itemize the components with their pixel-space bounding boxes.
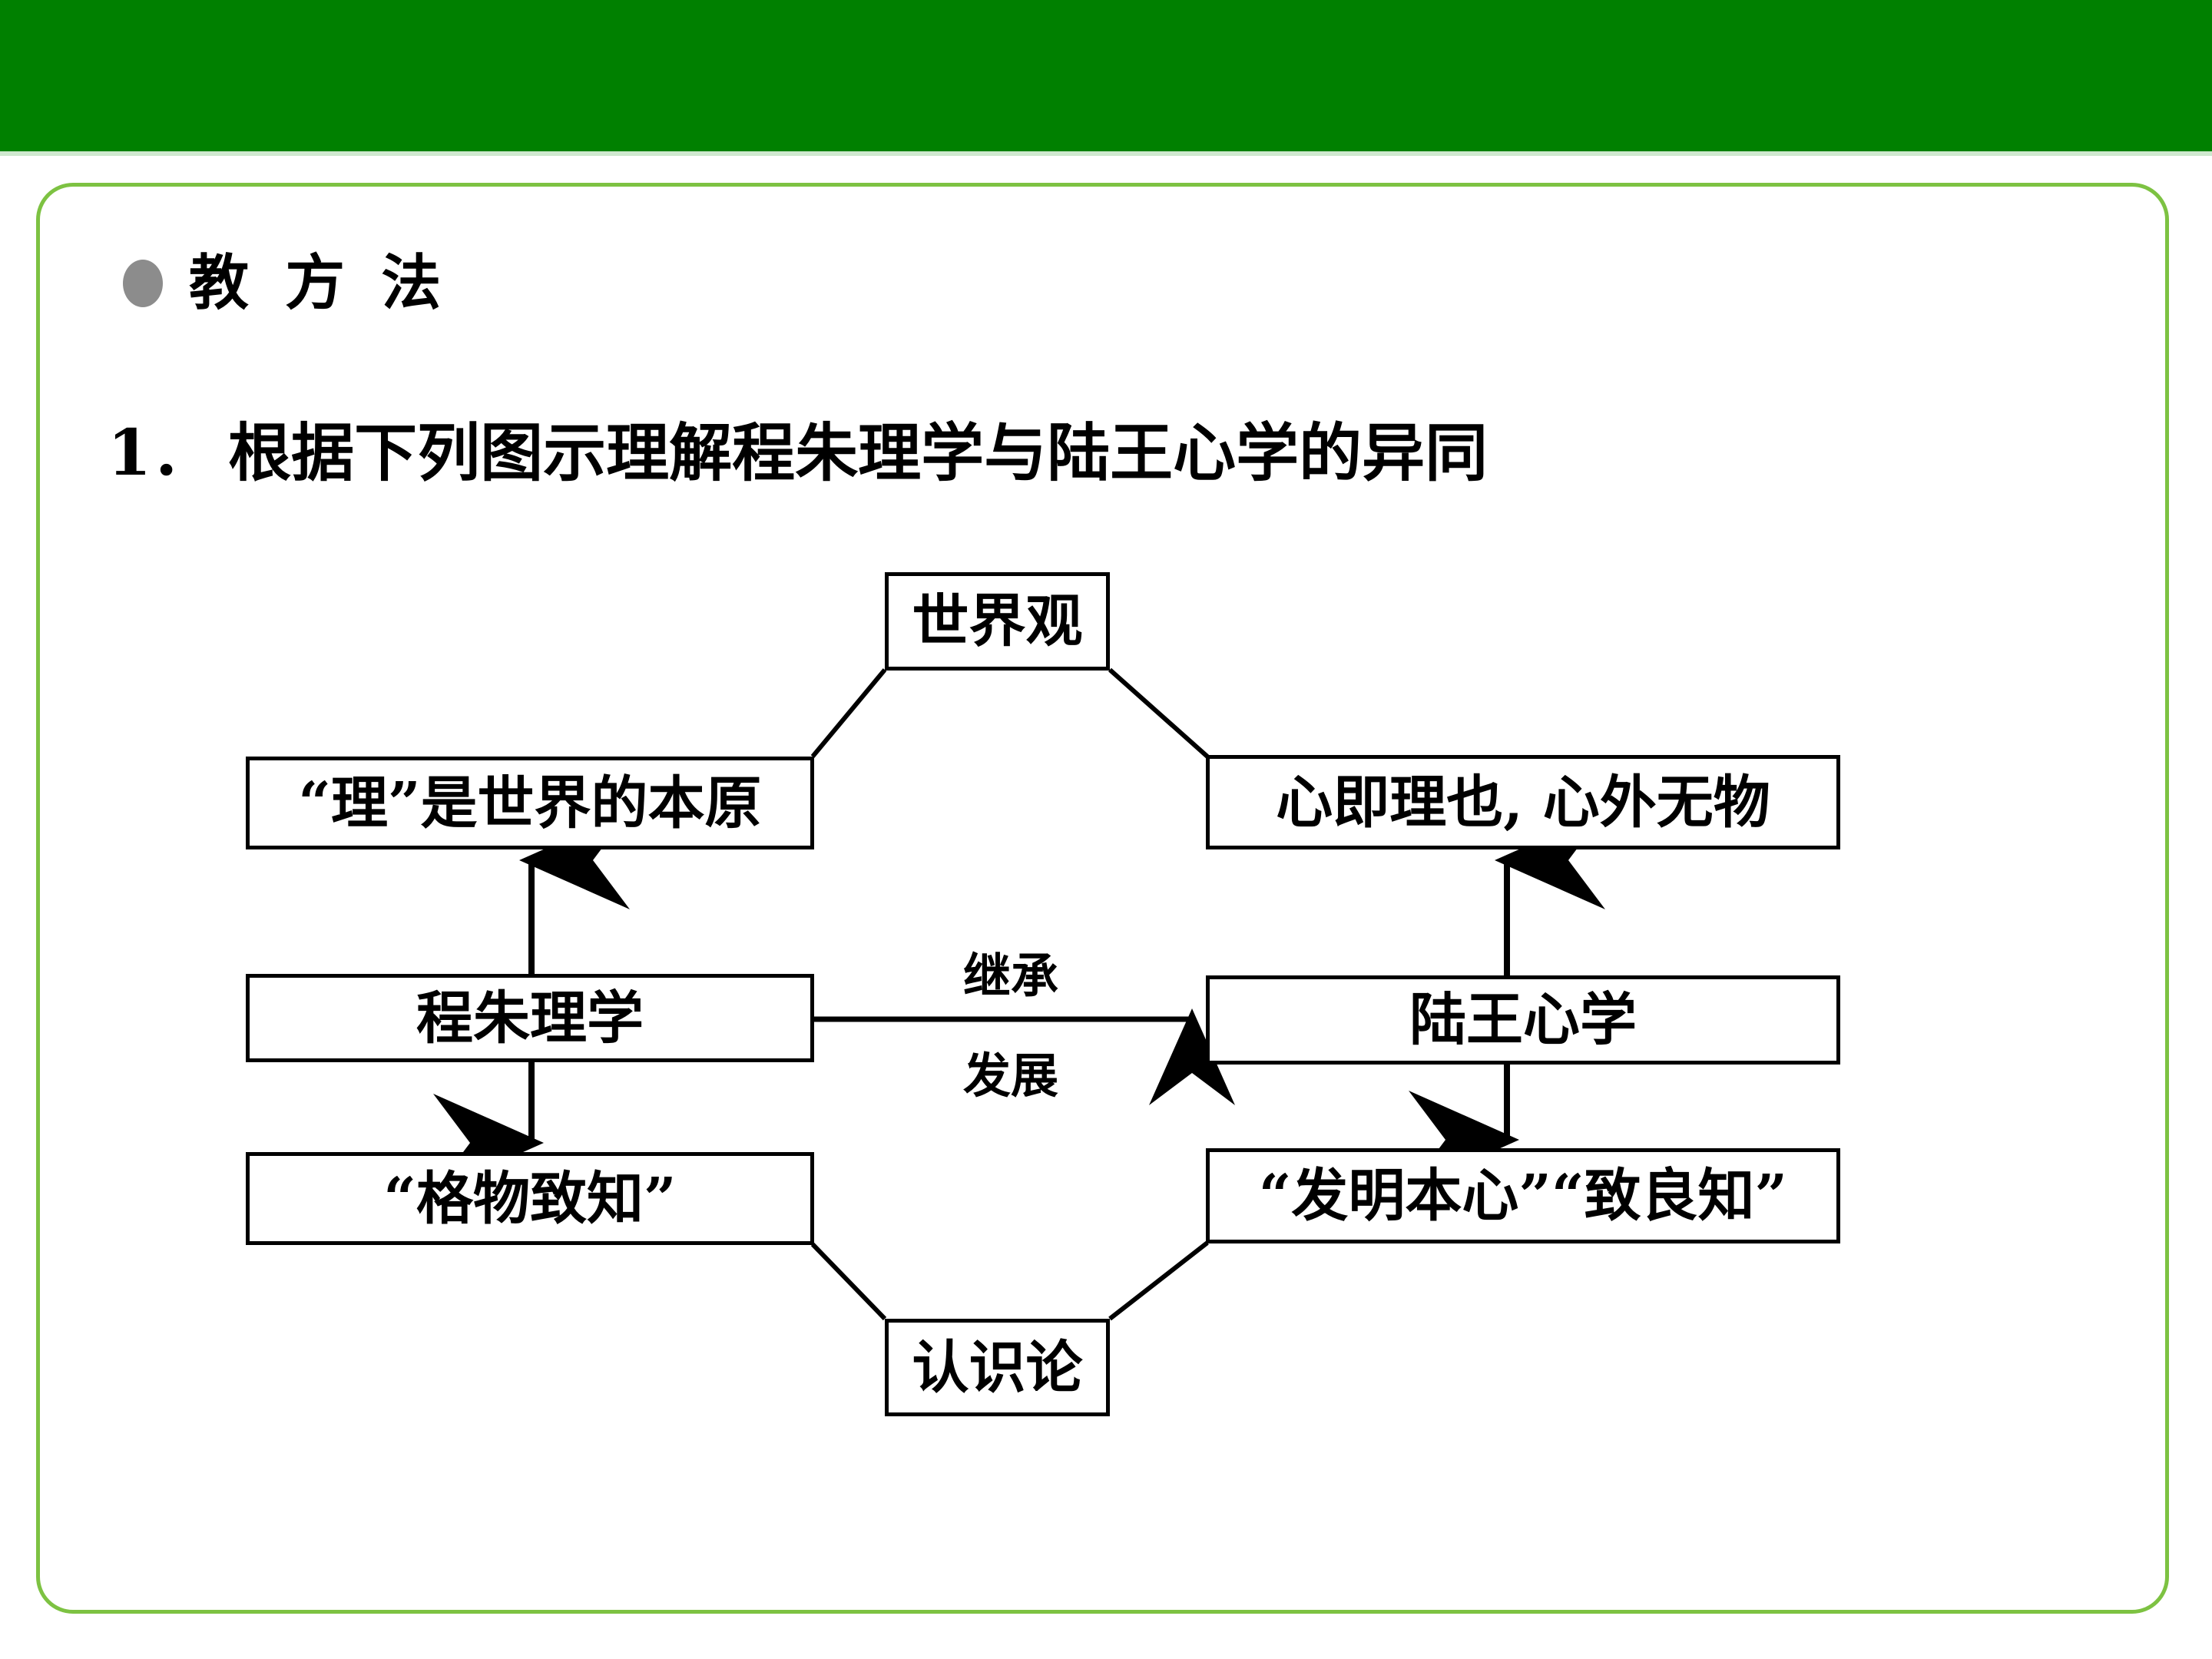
node-gewu-zhizhi: “格物致知” [246,1152,814,1245]
node-faming-benxin: “发明本心”“致良知” [1206,1148,1840,1243]
bullet-dot-icon [123,260,163,307]
content-frame [36,183,2169,1614]
bullet-heading-label: 教 方 法 [189,249,449,318]
question-text: 根据下列图示理解程朱理学与陆王心学的异同 [228,417,1488,490]
bullet-heading: 教 方 法 [123,253,449,313]
node-chengzhu-lixue: 程朱理学 [246,974,814,1062]
node-epistemology: 认识论 [885,1319,1110,1416]
node-mind-is-principle: 心即理也, 心外无物 [1206,755,1840,849]
question-number: 1． [108,416,215,490]
node-luwang-xinxue: 陆王心学 [1206,975,1840,1065]
header-banner [0,0,2212,151]
node-worldview: 世界观 [885,572,1110,671]
header-banner-shadow [0,151,2212,156]
question-line: 1．根据下列图示理解程朱理学与陆王心学的异同 [108,419,1488,488]
edge-label-develop: 发展 [963,1048,1059,1104]
node-li-principle: “理”是世界的本原 [246,757,814,849]
edge-label-inherit: 继承 [963,948,1059,1004]
